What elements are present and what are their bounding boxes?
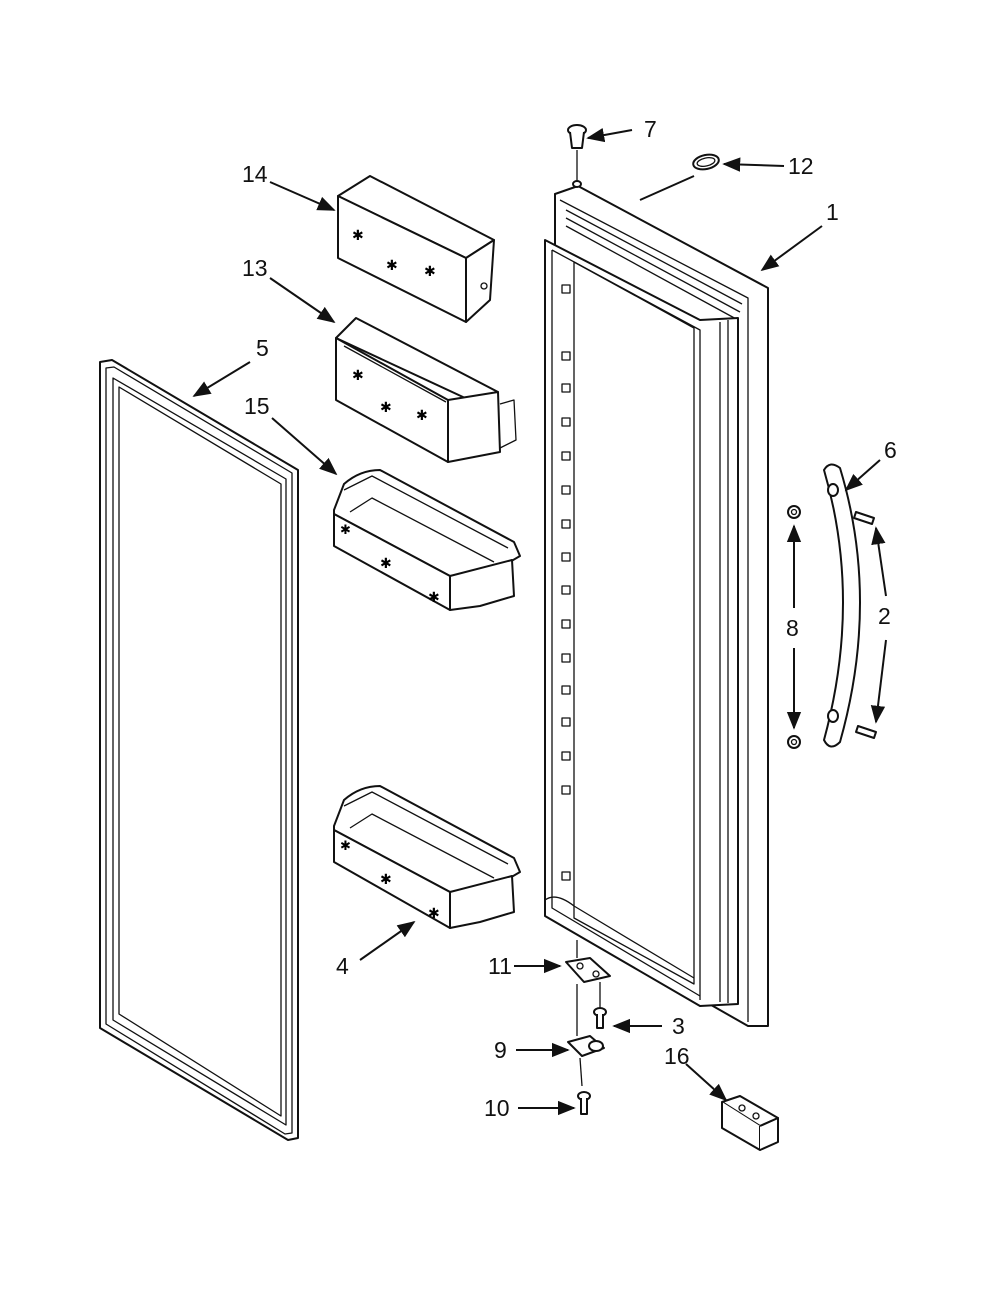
svg-text:✱: ✱ bbox=[428, 590, 440, 606]
screw-part-3 bbox=[593, 982, 607, 1029]
door-handle-part-6 bbox=[823, 463, 861, 748]
screw-part-10 bbox=[577, 1091, 591, 1115]
leader-arrows bbox=[192, 128, 887, 1116]
callout-16: 16 bbox=[664, 1043, 690, 1069]
callout-15: 15 bbox=[244, 393, 270, 419]
hinge-shim-part-11 bbox=[565, 940, 611, 983]
door-bin-part-4: ✱ ✱ ✱ bbox=[333, 785, 521, 929]
callout-3: 3 bbox=[672, 1013, 685, 1039]
callout-labels: 7 12 14 1 13 5 15 6 2 8 4 11 3 9 16 10 bbox=[242, 116, 897, 1121]
dairy-bin-part-13: ✱ ✱ ✱ bbox=[335, 317, 517, 463]
callout-2: 2 bbox=[878, 603, 891, 629]
plug-part-12 bbox=[692, 153, 720, 171]
door-gasket-part-5 bbox=[99, 359, 299, 1141]
callout-10: 10 bbox=[484, 1095, 510, 1121]
callout-9: 9 bbox=[494, 1037, 507, 1063]
svg-text:✱: ✱ bbox=[380, 556, 392, 572]
callout-8: 8 bbox=[786, 615, 799, 641]
svg-text:✱: ✱ bbox=[340, 839, 351, 854]
callout-7: 7 bbox=[644, 116, 657, 142]
door-bin-part-15: ✱ ✱ ✱ bbox=[333, 469, 521, 611]
svg-text:✱: ✱ bbox=[352, 228, 364, 244]
callout-4: 4 bbox=[336, 953, 349, 979]
svg-text:✱: ✱ bbox=[380, 872, 392, 888]
dairy-door-part-14: ✱ ✱ ✱ bbox=[337, 175, 495, 323]
hinge-bushing-part-7 bbox=[567, 124, 587, 188]
callout-6: 6 bbox=[884, 437, 897, 463]
svg-text:✱: ✱ bbox=[340, 523, 351, 538]
svg-text:✱: ✱ bbox=[416, 408, 428, 424]
handle-studs-part-8 bbox=[787, 505, 801, 749]
callout-5: 5 bbox=[256, 335, 269, 361]
handle-screws-part-2 bbox=[853, 511, 877, 739]
svg-text:✱: ✱ bbox=[424, 264, 436, 280]
callout-12: 12 bbox=[788, 153, 814, 179]
svg-text:✱: ✱ bbox=[380, 400, 392, 416]
svg-text:✱: ✱ bbox=[352, 368, 364, 384]
svg-text:✱: ✱ bbox=[428, 906, 440, 922]
lower-hinge-part-16 bbox=[721, 1095, 779, 1151]
callout-13: 13 bbox=[242, 255, 268, 281]
callout-11: 11 bbox=[488, 953, 512, 979]
callout-1: 1 bbox=[826, 199, 839, 225]
door-assembly-part-1 bbox=[544, 185, 769, 1027]
callout-14: 14 bbox=[242, 161, 268, 187]
hinge-bracket-part-9 bbox=[567, 984, 605, 1087]
svg-text:✱: ✱ bbox=[386, 258, 398, 274]
